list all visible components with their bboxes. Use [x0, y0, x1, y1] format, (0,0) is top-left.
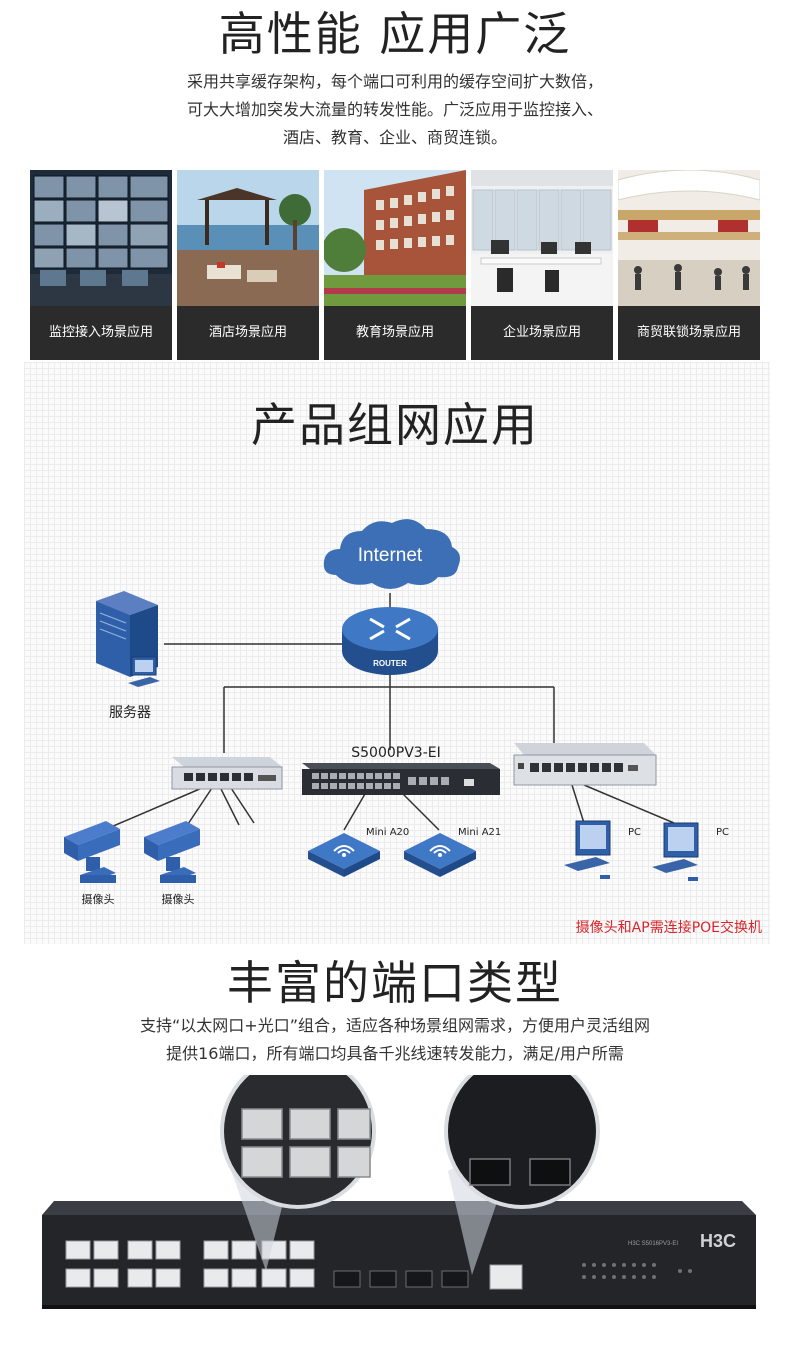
- pc-1-icon: [564, 820, 611, 879]
- switch-model-text: H3C S5016PV3-EI: [628, 1241, 678, 1247]
- port-desc-line-2: 提供16端口，所有端口均具备千兆线速转发能力，满足/用户所需: [166, 1044, 624, 1063]
- performance-description: 采用共享缓存架构，每个端口可利用的缓存空间扩大数倍， 可大大增加突发大流量的转发…: [0, 68, 790, 152]
- status-leds: [582, 1263, 692, 1279]
- access-point-a21-label: Mini A21: [458, 827, 501, 838]
- ethernet-ports: [65, 1240, 315, 1288]
- camera-2-label: 摄像头: [162, 892, 195, 905]
- performance-desc-line-3: 酒店、教育、企业、商贸连锁。: [282, 128, 507, 147]
- scene-label-retail: 商贸联锁场景应用: [618, 306, 760, 360]
- router-label: ROUTER: [373, 659, 407, 668]
- monitoring-room-image: [30, 170, 172, 306]
- main-switch-model-label: S5000PV3-EI: [351, 745, 440, 761]
- pc-2-label: PC: [716, 827, 729, 838]
- scene-label-enterprise: 企业场景应用: [471, 306, 613, 360]
- scene-gallery: 监控接入场景应用 酒店场景应用 教育场景应用: [30, 170, 760, 360]
- router-icon: [342, 607, 438, 675]
- console-port: [489, 1264, 523, 1290]
- magnifier-sfp-closeup: [444, 1075, 600, 1209]
- performance-desc-line-2: 可大大增加突发大流量的转发性能。广泛应用于监控接入、: [186, 100, 603, 119]
- shopping-mall-image: [618, 170, 760, 306]
- internet-cloud-icon: [323, 519, 460, 589]
- hotel-terrace-image: [177, 170, 319, 306]
- section-title-performance: 高性能 应用广泛: [218, 7, 572, 61]
- scene-card-monitoring: 监控接入场景应用: [30, 170, 172, 360]
- scene-label-education: 教育场景应用: [324, 306, 466, 360]
- access-point-a21-icon: [404, 833, 476, 877]
- camera-1-label: 摄像头: [82, 892, 115, 905]
- right-poe-switch-icon: [513, 743, 657, 786]
- poe-requirement-note: 摄像头和AP需连接POE交换机: [575, 920, 762, 936]
- scene-card-enterprise: 企业场景应用: [471, 170, 613, 360]
- magnifier-ethernet-closeup: [220, 1075, 376, 1209]
- port-types-description: 支持“以太网口+光口”组合，适应各种场景组网需求，方便用户灵活组网 提供16端口…: [0, 1012, 790, 1068]
- switch-hardware-photo: H3C H3C S5016PV3-EI: [42, 1075, 756, 1309]
- pc-2-icon: [652, 822, 699, 881]
- scene-card-education: 教育场景应用: [324, 170, 466, 360]
- network-topology-diagram: Internet ROUTER 服务器 S5000PV3-EI: [64, 519, 729, 905]
- scene-card-hotel: 酒店场景应用: [177, 170, 319, 360]
- section-title-network: 产品组网应用: [251, 398, 539, 452]
- camera-2-icon: [144, 821, 200, 883]
- pc-1-label: PC: [628, 827, 641, 838]
- internet-label: Internet: [358, 545, 423, 566]
- performance-desc-line-1: 采用共享缓存架构，每个端口可利用的缓存空间扩大数倍，: [186, 72, 603, 91]
- access-point-a20-icon: [308, 833, 380, 877]
- camera-1-icon: [64, 821, 120, 883]
- server-label: 服务器: [109, 705, 151, 721]
- scene-label-monitoring: 监控接入场景应用: [30, 306, 172, 360]
- office-image: [471, 170, 613, 306]
- school-building-image: [324, 170, 466, 306]
- port-desc-line-1: 支持“以太网口+光口”组合，适应各种场景组网需求，方便用户灵活组网: [140, 1016, 650, 1035]
- main-switch-icon: [302, 763, 500, 795]
- scene-card-retail: 商贸联锁场景应用: [618, 170, 760, 360]
- section-title-port-types: 丰富的端口类型: [227, 956, 563, 1010]
- access-point-a20-label: Mini A20: [366, 827, 409, 838]
- h3c-logo: H3C: [700, 1231, 736, 1251]
- sfp-ports: [333, 1270, 469, 1288]
- left-poe-switch-icon: [171, 757, 283, 790]
- server-icon: [96, 591, 160, 687]
- switch-chassis: [42, 1201, 756, 1309]
- scene-label-hotel: 酒店场景应用: [177, 306, 319, 360]
